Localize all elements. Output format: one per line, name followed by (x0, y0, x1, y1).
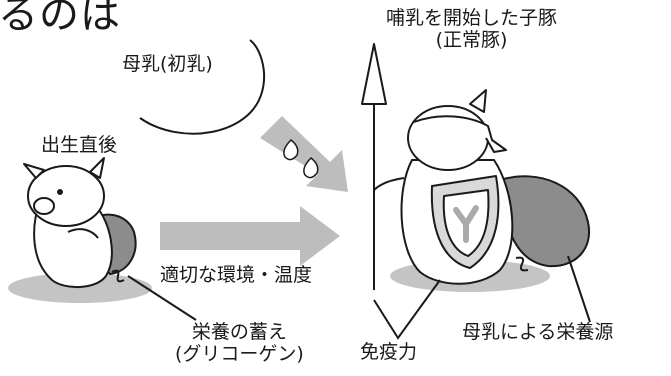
immunity-label: 免疫力 (360, 341, 418, 363)
suckling-piglet-label: 哺乳を開始した子豚 (正常豚) (386, 7, 558, 52)
newborn-piglet (23, 157, 137, 289)
newborn-label: 出生直後 (41, 134, 118, 156)
piglet-snout (33, 197, 55, 215)
glycogen-label: 栄養の蓄え (グリコーゲン) (175, 321, 304, 366)
suckling-label-line1: 哺乳を開始した子豚 (386, 7, 558, 29)
title-fragment: るのは (0, 0, 121, 38)
milk-drop-icon (303, 157, 319, 179)
spear-head-icon (361, 43, 387, 105)
nutrition-backpack (499, 175, 591, 268)
colostrum-bubble-outline (139, 39, 266, 135)
colostrum-arrow (260, 116, 348, 192)
immunity-leader-lines (373, 279, 441, 340)
newborn-ground-shadow (8, 273, 152, 303)
environment-label: 適切な環境・温度 (160, 264, 313, 286)
piglet-eye (57, 189, 63, 195)
headband (413, 115, 507, 153)
piglet-ear (89, 157, 105, 179)
piglet-ear (23, 163, 45, 179)
suckling-label-line2: (正常豚) (435, 28, 508, 51)
environment-arrow (160, 206, 340, 266)
hero-tail (515, 256, 529, 272)
nutrition-source-label: 母乳による栄養源 (462, 321, 614, 343)
antibody-icon (453, 205, 479, 243)
glycogen-leader-line (127, 275, 197, 321)
glycogen-label-line2: (グリコーゲン) (175, 342, 304, 365)
nutrition-leader-line (567, 255, 591, 323)
hero-ear (469, 89, 487, 113)
milk-drop-icon (283, 139, 299, 161)
hero-arm (373, 177, 405, 191)
piglet-arm (67, 228, 99, 239)
glycogen-label-line1: 栄養の蓄え (191, 321, 287, 343)
colostrum-label: 母乳(初乳) (122, 53, 213, 75)
piglet-tail (111, 269, 125, 283)
hero-pig (361, 43, 591, 290)
